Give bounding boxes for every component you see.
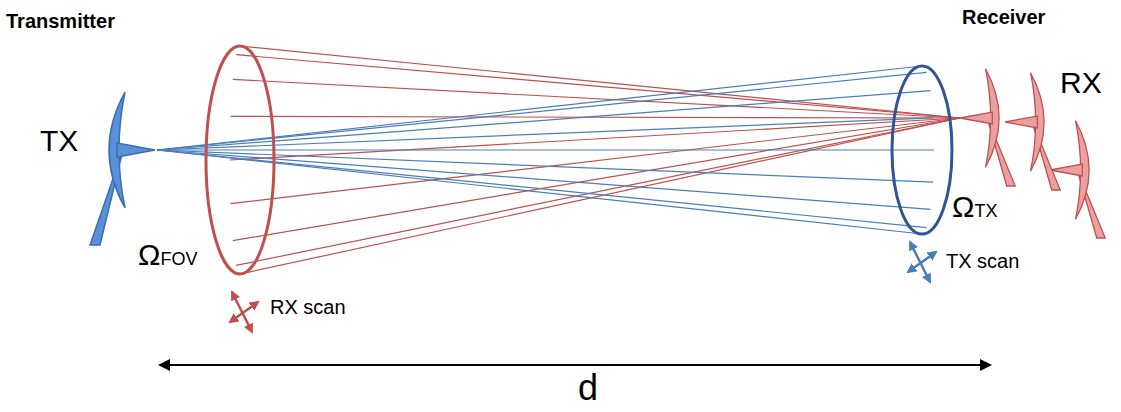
fov-ray bbox=[233, 79, 960, 118]
rx-label: RX bbox=[1060, 66, 1102, 99]
tx-scan-arrows bbox=[908, 242, 936, 282]
tx-scan-label: TX scan bbox=[946, 250, 1019, 272]
fov-ray bbox=[230, 118, 960, 160]
fov-solid-angle: ΩFOV bbox=[138, 238, 197, 271]
fov-ray bbox=[240, 46, 960, 118]
rx-scan-label: RX scan bbox=[270, 296, 346, 318]
distance-label: d bbox=[578, 368, 598, 408]
tx-antenna bbox=[90, 92, 155, 245]
fov-ray bbox=[231, 118, 960, 204]
fov-ellipse bbox=[206, 46, 274, 274]
fov-ray bbox=[236, 118, 960, 265]
tx-beam-ellipse bbox=[892, 66, 952, 234]
fov-ray bbox=[240, 118, 960, 274]
rx-scan-arrows bbox=[230, 292, 258, 332]
tx-solid-angle: ΩTX bbox=[952, 190, 997, 223]
transmitter-title: Transmitter bbox=[6, 10, 115, 32]
tx-label: TX bbox=[40, 124, 78, 157]
receiver-title: Receiver bbox=[962, 6, 1045, 28]
fov-ray bbox=[236, 55, 960, 118]
distance-dimension bbox=[160, 364, 990, 366]
